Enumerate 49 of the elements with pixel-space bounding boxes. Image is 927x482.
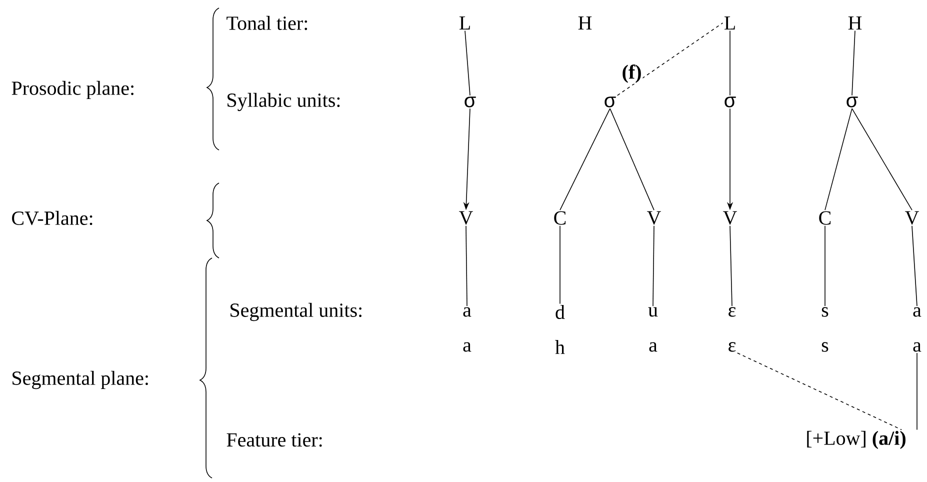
connector-line — [916, 352, 918, 430]
tier-symbol: h — [555, 340, 565, 354]
tier-label: Feature tier: — [226, 433, 322, 447]
tier-symbol: V — [723, 211, 737, 225]
tier-symbol: H — [848, 16, 862, 30]
tier-symbol: u — [648, 307, 658, 317]
plane-label: CV-Plane: — [12, 210, 92, 226]
tier-symbol: σ — [604, 96, 616, 108]
connector-line — [912, 225, 918, 306]
connector-line — [616, 22, 724, 96]
tier-symbol: σ — [464, 96, 476, 108]
tier-symbol: L — [459, 16, 470, 30]
tier-symbol: a — [463, 307, 472, 317]
connector-line — [652, 225, 654, 306]
tier-label: Syllabic units: — [228, 92, 340, 112]
connector-line — [852, 108, 912, 210]
tier-symbol: [+Low] (a/i) — [807, 430, 906, 450]
connector-line — [824, 108, 852, 210]
tier-symbol: V — [459, 211, 473, 225]
tier-label: Segmental units: — [230, 302, 362, 322]
plane-label: Segmental plane: — [12, 370, 148, 390]
connector-line — [560, 108, 610, 210]
tier-symbol: C — [554, 211, 566, 225]
connector-line — [610, 108, 654, 210]
tier-symbol: d — [556, 304, 565, 320]
tier-label: Tonal tier: — [226, 16, 308, 30]
tier-symbol: L — [724, 16, 735, 30]
tier-symbol: V — [647, 211, 661, 225]
tier-symbol: ε — [728, 307, 736, 317]
tier-symbol: s — [822, 342, 828, 352]
tier-symbol: a — [913, 307, 922, 317]
tier-symbol: V — [905, 211, 919, 225]
connector-line — [852, 30, 856, 96]
connector-line — [737, 352, 902, 430]
tier-symbol: a — [913, 342, 922, 352]
connector-line — [464, 30, 470, 96]
tier-symbol: ε — [728, 342, 736, 352]
tier-symbol: σ — [846, 96, 858, 108]
plane-label: Prosodic plane: — [12, 80, 134, 100]
connector-line — [730, 225, 732, 306]
tier-symbol: H — [578, 16, 592, 30]
connector-line — [466, 225, 468, 306]
tier-symbol: σ — [724, 96, 736, 108]
tier-symbol: s — [822, 307, 828, 317]
tier-symbol: a — [463, 342, 472, 352]
tier-symbol: C — [819, 211, 831, 225]
tier-symbol: a — [649, 342, 658, 352]
connector-line — [824, 226, 826, 306]
edge-label: (f) — [622, 64, 641, 83]
